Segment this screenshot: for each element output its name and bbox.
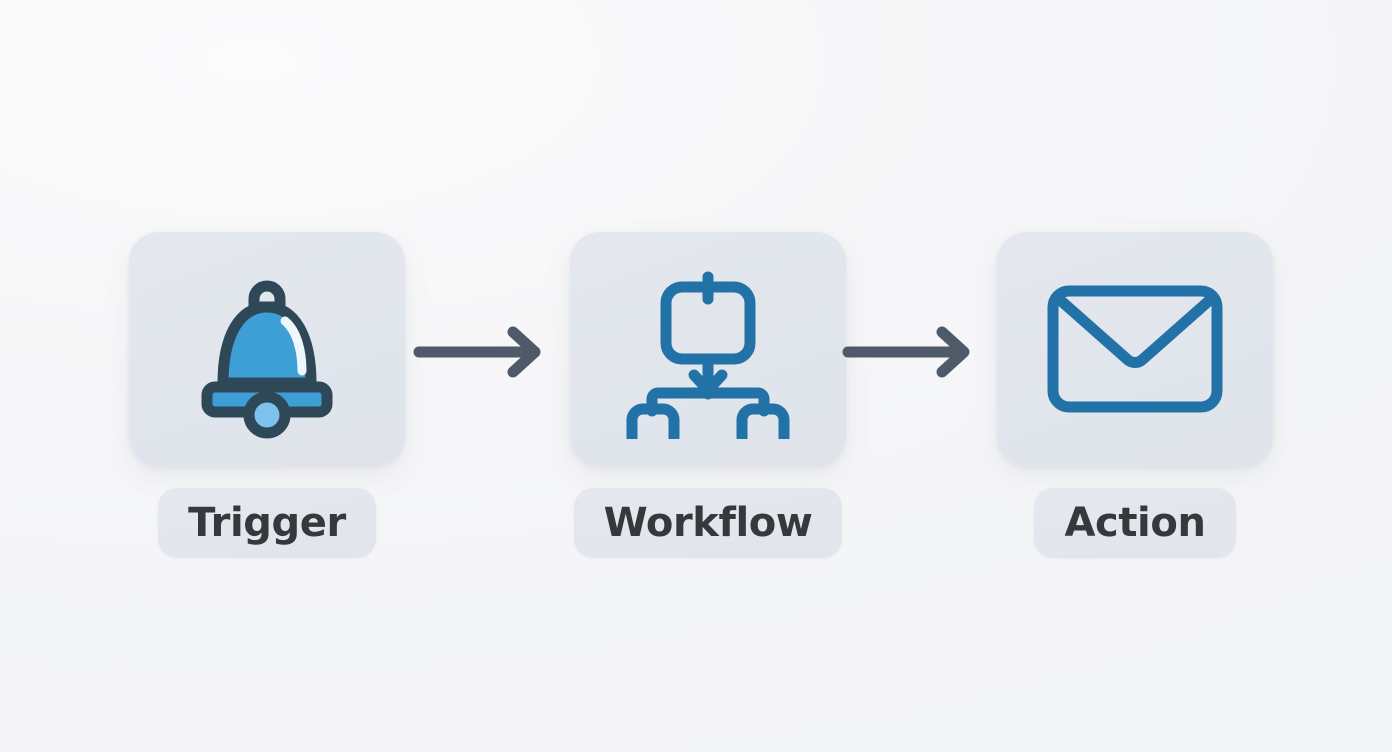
workflow-label: Workflow [603, 500, 813, 546]
arrow-right-icon [842, 326, 992, 378]
workflow-icon-card[interactable] [570, 232, 846, 466]
trigger-icon-card[interactable] [129, 232, 405, 466]
flow-step-action[interactable]: Action [997, 232, 1273, 558]
envelope-icon [1045, 259, 1225, 439]
flow-step-workflow[interactable]: Workflow [570, 232, 846, 558]
action-icon-card[interactable] [997, 232, 1273, 466]
trigger-label: Trigger [188, 500, 346, 546]
action-label-pill[interactable]: Action [1034, 488, 1236, 558]
action-label: Action [1064, 500, 1206, 546]
flowchart-icon [618, 259, 798, 439]
bell-icon [177, 259, 357, 439]
trigger-label-pill[interactable]: Trigger [158, 488, 376, 558]
flow-step-trigger[interactable]: Trigger [129, 232, 405, 558]
arrow-right-icon [413, 326, 563, 378]
workflow-label-pill[interactable]: Workflow [573, 488, 843, 558]
connector-workflow-to-action [842, 326, 992, 378]
connector-trigger-to-workflow [413, 326, 563, 378]
